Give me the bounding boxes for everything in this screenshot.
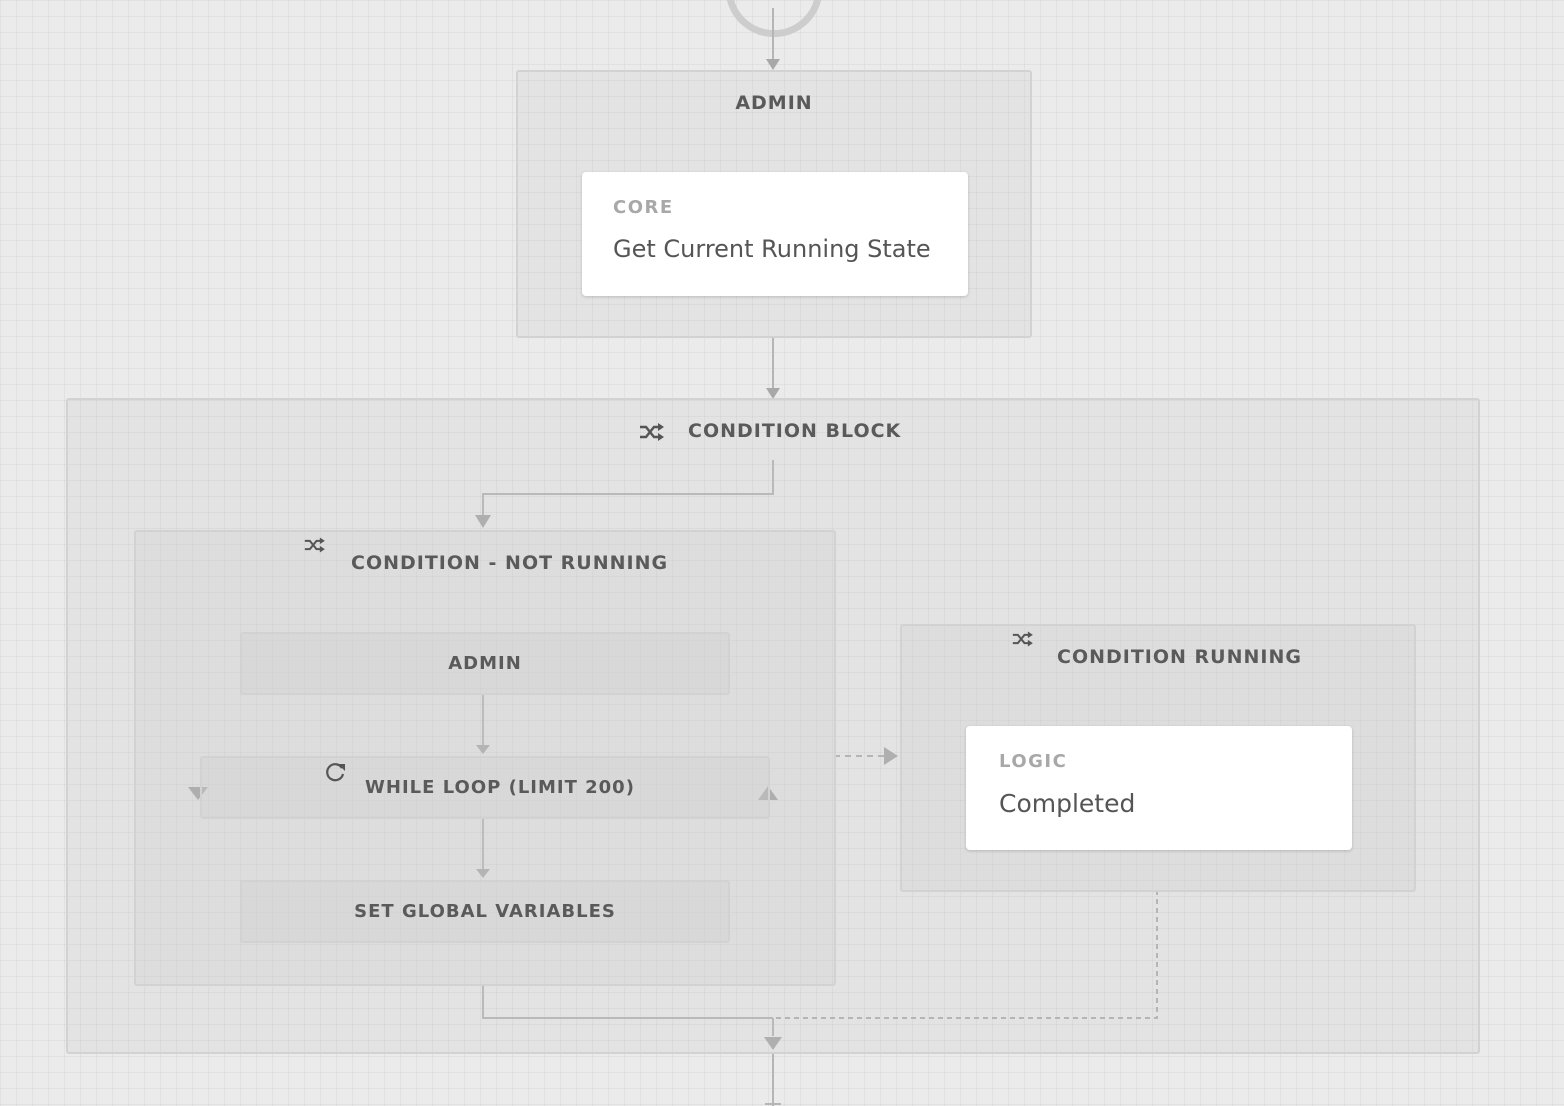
shuffle-icon — [302, 535, 326, 559]
refresh-icon — [324, 760, 348, 784]
set-global-variables-block[interactable]: SET GLOBAL VARIABLES — [240, 880, 730, 943]
condition-not-running-block[interactable]: CONDITION - NOT RUNNING ADMIN WHILE LOOP… — [134, 530, 836, 986]
shuffle-icon — [638, 420, 664, 444]
while-loop-label: WHILE LOOP (LIMIT 200) — [365, 777, 635, 798]
shuffle-icon — [1010, 629, 1034, 653]
condition-running-title: CONDITION RUNNING — [1057, 646, 1302, 668]
admin-block[interactable]: ADMIN CORE Get Current Running State — [516, 70, 1032, 338]
arrow-admin — [766, 59, 780, 70]
while-loop-block[interactable]: WHILE LOOP (LIMIT 200) — [200, 756, 770, 819]
get-current-running-state-card[interactable]: CORE Get Current Running State — [582, 172, 968, 296]
card-category: CORE — [613, 197, 674, 218]
card-title: Get Current Running State — [613, 235, 931, 263]
condition-block[interactable]: CONDITION BLOCK CONDITION - NOT RUNNING … — [66, 398, 1480, 1054]
card-title: Completed — [999, 789, 1136, 818]
condition-block-title: CONDITION BLOCK — [688, 420, 902, 442]
completed-card[interactable]: LOGIC Completed — [966, 726, 1352, 850]
start-node — [726, 0, 822, 38]
condition-not-running-title: CONDITION - NOT RUNNING — [351, 552, 669, 574]
condition-running-block[interactable]: CONDITION RUNNING LOGIC Completed — [900, 624, 1416, 892]
set-global-variables-label: SET GLOBAL VARIABLES — [354, 901, 616, 922]
inner-admin-label: ADMIN — [448, 653, 522, 674]
inner-admin-block[interactable]: ADMIN — [240, 632, 730, 695]
admin-block-title: ADMIN — [735, 92, 813, 114]
card-category: LOGIC — [999, 751, 1068, 772]
